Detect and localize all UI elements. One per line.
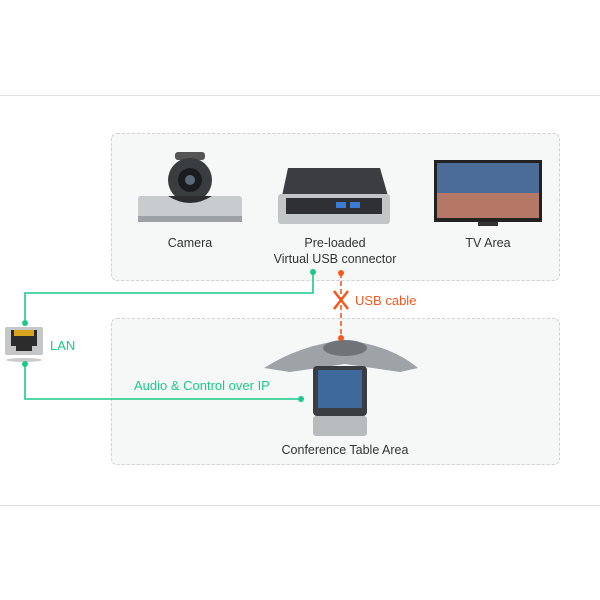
camera-icon [138, 152, 242, 222]
camera-label: Camera [167, 236, 213, 250]
audio-control-label: Audio & Control over IP [134, 378, 270, 393]
conference-phone-icon [264, 340, 418, 436]
connector-lan-line [24, 272, 314, 323]
usb-cable-label: USB cable [355, 293, 417, 308]
lan-label: LAN [50, 338, 76, 353]
lan-phone-line [24, 364, 301, 400]
connector-label-1: Pre-loaded [304, 236, 366, 250]
phone-label: Conference Table Area [281, 443, 409, 457]
top-divider [0, 95, 600, 96]
connector-label-2: Virtual USB connector [273, 252, 397, 266]
virtual-usb-connector-icon [278, 168, 390, 224]
bottom-divider [0, 505, 600, 506]
lan-port-icon [5, 327, 43, 362]
cross-icon [333, 290, 349, 310]
tv-label: TV Area [465, 236, 511, 250]
tv-icon [434, 160, 542, 226]
